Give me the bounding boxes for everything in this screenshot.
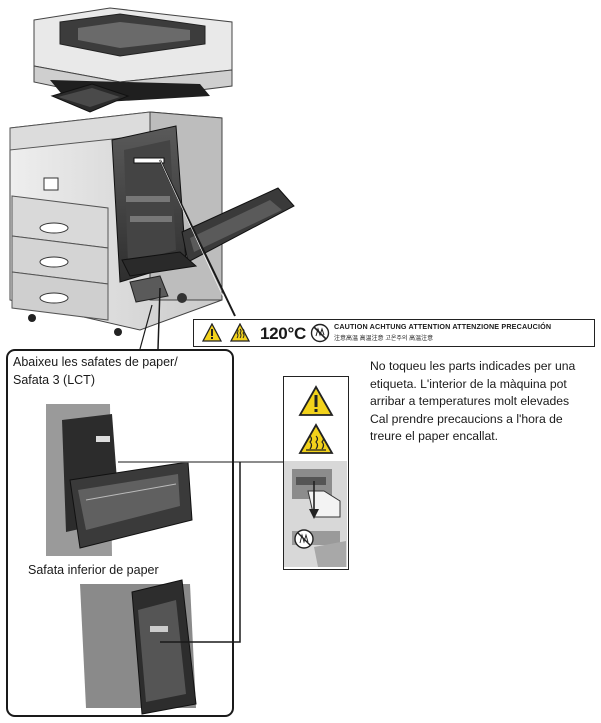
note-line: No toqueu les parts indicades per una	[370, 359, 576, 373]
inset-lower-tray-image	[80, 579, 197, 715]
warning-label: 120°C CAUTION ACHTUNG ATTENTION ATTENZIO…	[193, 319, 595, 347]
caution-asian-text: 注意高温 高温注意 고온주의 高温注意	[334, 336, 434, 342]
inset-caption-top-2: Safata 3 (LCT)	[13, 373, 95, 387]
no-touch-icon	[310, 323, 330, 343]
heat-warning-sticker	[283, 376, 349, 570]
no-touch-illustration	[284, 461, 347, 567]
open-side-door	[111, 125, 295, 283]
note-line: Cal prendre precaucions a l'hora de	[370, 411, 563, 426]
inset-caption-bottom: Safata inferior de paper	[28, 563, 159, 577]
caution-multilingual-text: CAUTION ACHTUNG ATTENTION ATTENZIONE PRE…	[334, 322, 552, 331]
hot-surface-icon	[230, 323, 250, 342]
connector-lines	[118, 461, 283, 643]
leader-line-inset	[157, 287, 161, 350]
note-line: arribar a temperatures molt elevades	[370, 394, 570, 408]
lower-tray-handle	[121, 251, 198, 303]
scanner-unit	[33, 7, 233, 104]
warning-note: No toqueu les parts indicades per una et…	[370, 358, 600, 446]
temperature-text: 120°C	[260, 324, 306, 343]
warning-triangle-icon	[298, 385, 334, 416]
base-casters	[28, 293, 187, 336]
inset-detail-box	[6, 349, 234, 717]
note-line: etiqueta. L'interior de la màquina pot	[370, 376, 567, 391]
note-line: treure el paper encallat.	[370, 429, 499, 443]
inset-caption-top-1: Abaixeu les safates de paper/	[13, 355, 178, 369]
hot-surface-icon	[298, 423, 334, 454]
leader-line-label	[159, 159, 236, 317]
inset-tray-open-image	[44, 404, 193, 556]
control-panel	[50, 83, 130, 113]
warning-triangle-icon	[202, 323, 222, 342]
